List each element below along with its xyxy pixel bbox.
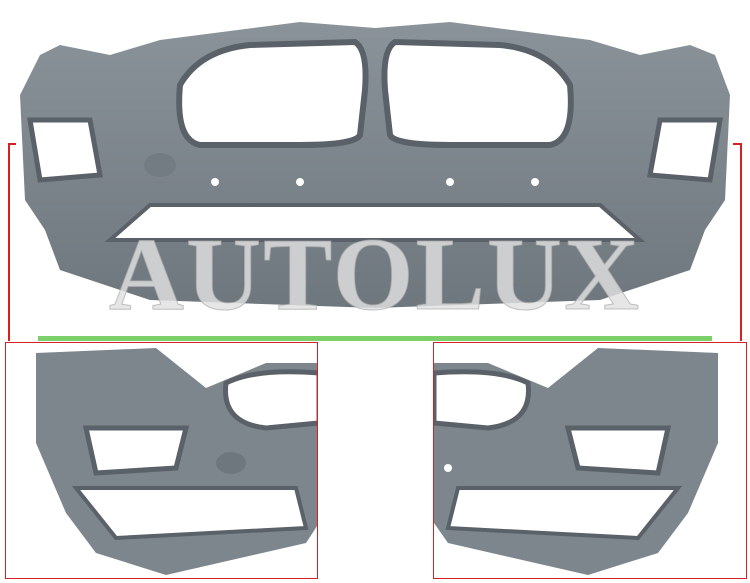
divider-line	[38, 336, 712, 341]
bumper-left-detail	[36, 348, 317, 575]
frame-line-left	[8, 143, 10, 341]
bumper-front-view	[20, 22, 730, 308]
watermark: AUTOLUX	[108, 217, 642, 333]
bumper-right-detail	[434, 348, 718, 575]
right-detail-view	[433, 342, 747, 579]
left-detail-view	[5, 342, 318, 579]
frame-tick-right	[733, 143, 741, 145]
frame-tick-left	[8, 143, 16, 145]
frame-line-right	[740, 143, 742, 341]
